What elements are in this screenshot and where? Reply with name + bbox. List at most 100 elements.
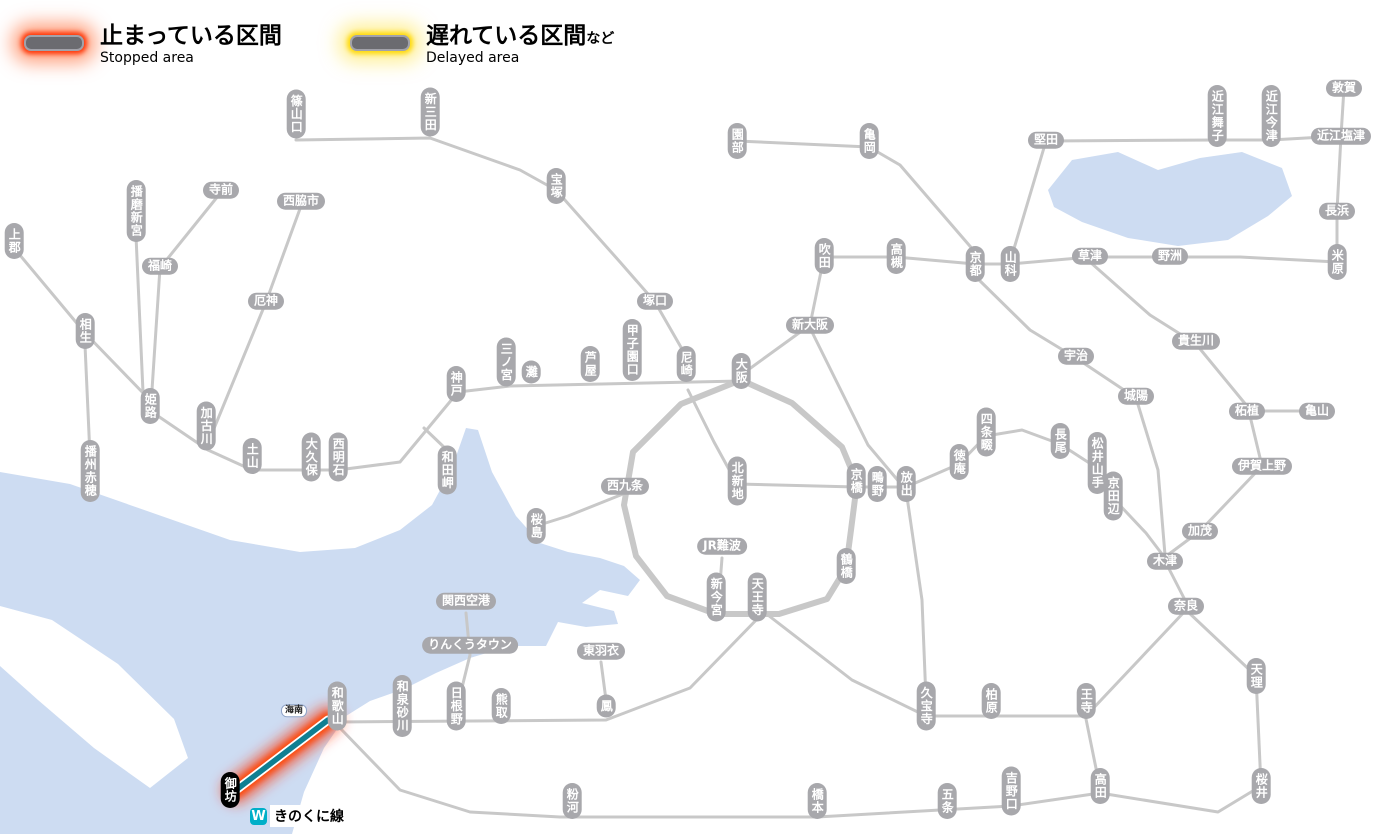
station-pill: 京田辺 (1103, 471, 1123, 521)
station-pill: 鴫野 (867, 466, 887, 502)
station-pill: 放出 (896, 466, 916, 502)
station-pill: 久宝寺 (916, 681, 936, 731)
legend-stopped: 止まっている区間 Stopped area (24, 23, 282, 67)
station-pill: 熊取 (491, 688, 511, 724)
station-pill: 草津 (1071, 247, 1109, 265)
station-pill: 東羽衣 (576, 642, 626, 660)
station-pill: 吹田 (814, 238, 834, 274)
station-pill: 近江塩津 (1310, 127, 1372, 145)
station-pill: 加古川 (196, 401, 216, 451)
legend-stopped-sub: Stopped area (100, 50, 194, 67)
station-pill: 京都 (965, 246, 985, 282)
station-pill: 新三田 (420, 87, 440, 137)
jr-west-line-icon: W (250, 807, 267, 825)
station-pill: 京橋 (846, 463, 866, 499)
station-pill: 西九条 (600, 477, 650, 495)
station-pill: 尼崎 (676, 346, 696, 382)
station-pill: 新大阪 (785, 316, 835, 334)
water-bodies (0, 152, 1292, 834)
station-pill: 高田 (1090, 768, 1110, 804)
station-pill: 北新地 (727, 456, 747, 506)
station-pill: 橋本 (807, 783, 827, 819)
station-pill: JR難波 (697, 537, 747, 555)
stopped-area-sample-icon (24, 35, 84, 51)
station-pill: 西脇市 (276, 192, 326, 210)
delayed-area-sample-icon (350, 35, 410, 51)
station-pill: 新今宮 (706, 572, 726, 622)
station-pill: 大久保 (301, 432, 321, 482)
station-pill: 山科 (1000, 246, 1020, 282)
station-pill: 高槻 (886, 238, 906, 274)
station-pill: 塚口 (636, 292, 674, 310)
station-pill: 天理 (1246, 658, 1266, 694)
legend-delayed-sub: Delayed area (426, 50, 520, 67)
station-pill: 柏原 (981, 683, 1001, 719)
station-pill: 長浜 (1318, 202, 1356, 220)
stopped-line-segment[interactable] (221, 705, 343, 805)
station-pill: 寺前 (202, 181, 240, 199)
station-pill: 播州赤穂 (80, 440, 100, 502)
station-pill: 柘植 (1228, 402, 1266, 420)
station-pill: 甲子園口 (622, 319, 642, 381)
station-pill: 姫路 (140, 388, 160, 424)
station-pill: 和歌山 (327, 681, 347, 731)
station-pill: 宝塚 (546, 168, 566, 204)
station-pill: 福崎 (141, 257, 179, 275)
station-pill: 宇治 (1057, 347, 1095, 365)
station-pill: 木津 (1146, 552, 1184, 570)
station-pill: 桜島 (526, 508, 546, 544)
station-pill: 和田岬 (437, 445, 457, 495)
station-pill: 天王寺 (747, 572, 767, 622)
station-pill: 近江舞子 (1207, 85, 1227, 147)
legend-stopped-title: 止まっている区間 (100, 23, 282, 49)
legend-delayed-text: 遅れている区間など Delayed area (426, 23, 615, 67)
legend-delayed: 遅れている区間など Delayed area (350, 23, 615, 67)
station-pill: 敦賀 (1325, 79, 1363, 97)
station-pill: 五条 (937, 783, 957, 819)
station-pill: りんくうタウン (422, 636, 518, 654)
station-pill: 三ノ宮 (496, 337, 516, 387)
station-pill: 松井山手 (1087, 432, 1107, 494)
station-pill: 和泉砂川 (392, 675, 412, 737)
legend-stopped-text: 止まっている区間 Stopped area (100, 23, 282, 67)
station-pill: 堅田 (1027, 131, 1065, 149)
station-pill-small: 海南 (280, 704, 308, 718)
station-pill: 園部 (727, 123, 747, 159)
kinokuni-line-label: きのくに線 (270, 805, 348, 827)
station-pill: 伊賀上野 (1231, 457, 1293, 475)
station-pill: 近江今津 (1261, 85, 1281, 147)
station-pill: 上郡 (4, 223, 24, 259)
station-pill: 米原 (1327, 244, 1347, 280)
station-pill: 野洲 (1151, 247, 1189, 265)
station-pill: 土山 (242, 438, 262, 474)
station-pill: 篠山口 (286, 89, 306, 139)
station-pill: 徳庵 (949, 444, 969, 480)
station-pill: 桜井 (1251, 768, 1271, 804)
station-pill: 城陽 (1117, 387, 1155, 405)
station-pill: 長尾 (1050, 423, 1070, 459)
station-pill: 大阪 (731, 353, 751, 389)
station-pill: 西明石 (328, 432, 348, 482)
station-pill: 鳳 (596, 694, 616, 718)
legend-delayed-title: 遅れている区間など (426, 23, 615, 49)
station-pill: 四条畷 (976, 407, 996, 457)
station-pill: 貴生川 (1171, 332, 1221, 350)
station-pill: 日根野 (446, 681, 466, 731)
station-pill: 関西空港 (435, 592, 497, 610)
station-pill: 相生 (75, 313, 95, 349)
station-pill: 厄神 (247, 292, 285, 310)
station-pill: 鶴橋 (836, 548, 856, 584)
station-pill: 吉野口 (1001, 766, 1021, 816)
station-pill: 亀岡 (859, 123, 879, 159)
kinokuni-line-badge[interactable]: W きのくに線 (250, 805, 348, 827)
station-pill: 芦屋 (580, 346, 600, 382)
station-pill-terminal: 御坊 (220, 772, 240, 808)
station-pill: 灘 (521, 360, 541, 384)
station-pill: 奈良 (1167, 597, 1205, 615)
station-pill: 加茂 (1181, 522, 1219, 540)
station-pill: 神戸 (446, 366, 466, 402)
station-pill: 亀山 (1298, 402, 1336, 420)
station-pill: 粉河 (562, 783, 582, 819)
